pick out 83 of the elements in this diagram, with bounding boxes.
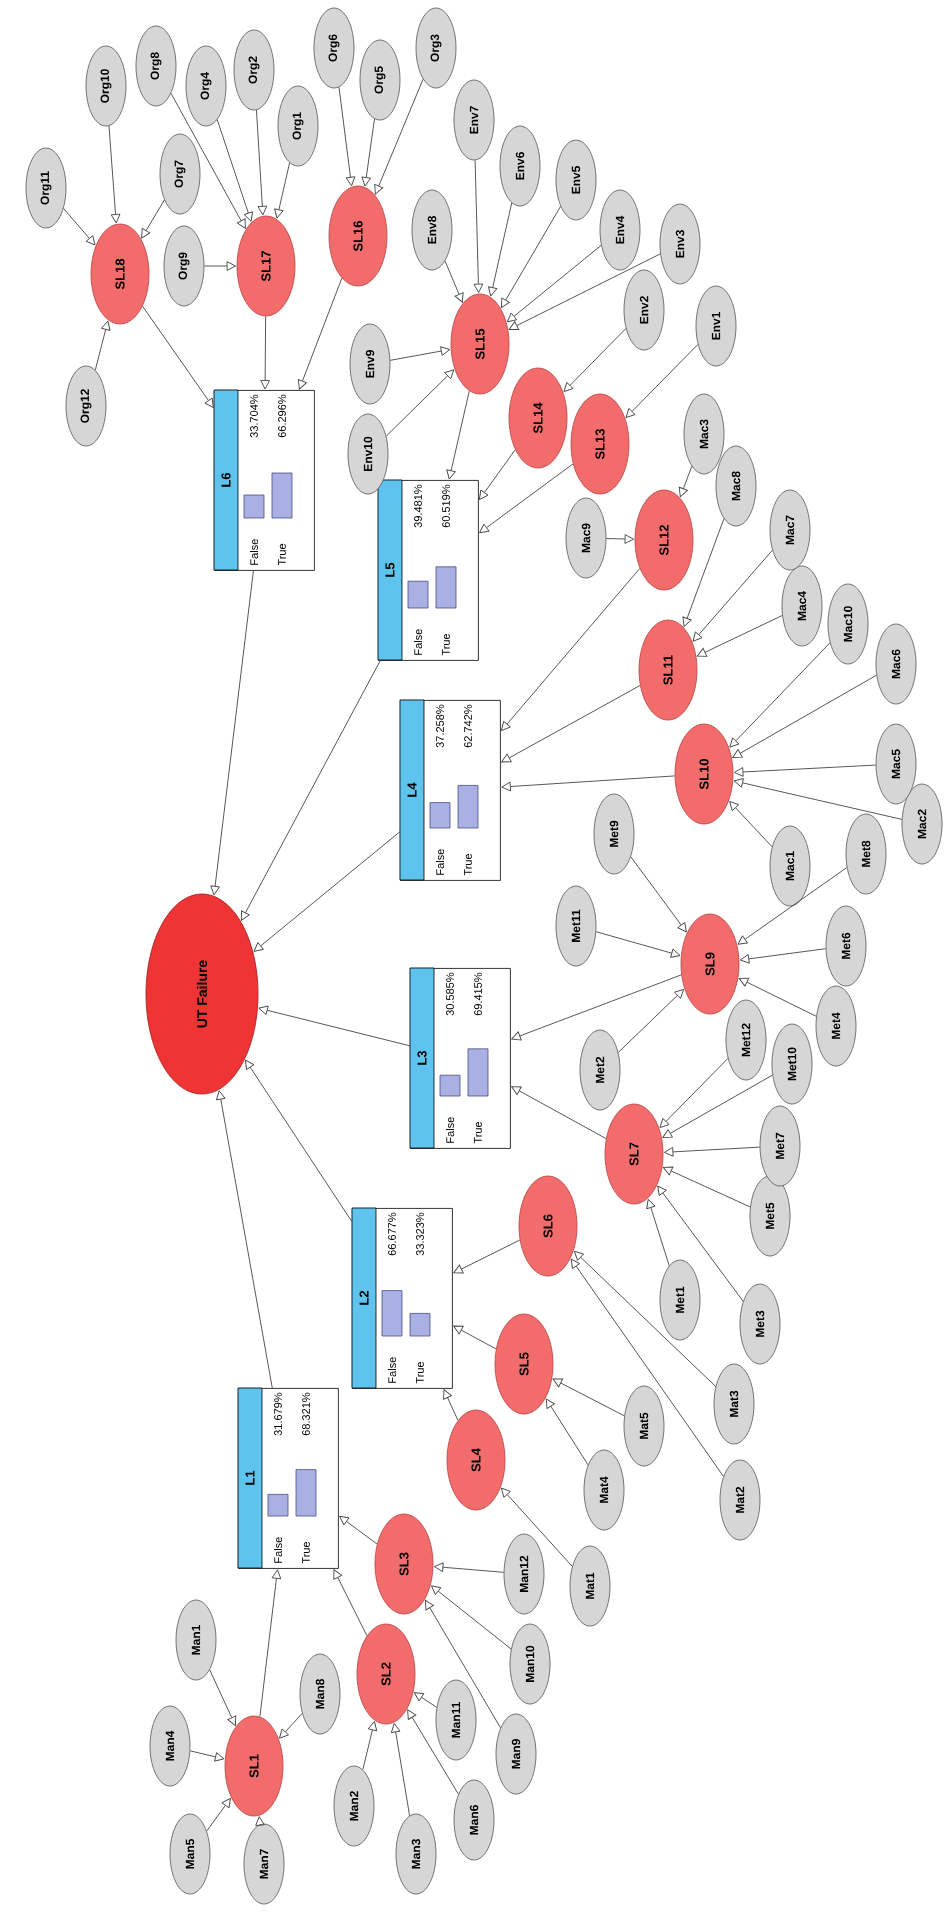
arrow bbox=[501, 568, 641, 732]
arrow bbox=[573, 1250, 717, 1387]
arrow bbox=[362, 1721, 378, 1771]
arrow bbox=[453, 1325, 497, 1350]
arrow bbox=[506, 244, 602, 323]
arrow bbox=[390, 1723, 411, 1817]
arrow bbox=[108, 125, 121, 224]
arrow bbox=[511, 1086, 607, 1140]
arrow bbox=[659, 1058, 729, 1128]
arrow bbox=[501, 775, 676, 792]
arrow bbox=[545, 1398, 589, 1466]
arrow bbox=[732, 674, 877, 758]
arrow bbox=[260, 315, 270, 390]
arrow bbox=[500, 205, 561, 308]
arrow bbox=[339, 1515, 378, 1545]
arrow bbox=[94, 320, 111, 371]
arrow bbox=[216, 119, 253, 222]
arrow bbox=[374, 78, 424, 195]
arrow bbox=[170, 92, 246, 229]
arrow bbox=[511, 974, 682, 1041]
arrow bbox=[274, 162, 291, 219]
arrow bbox=[206, 1797, 231, 1832]
arrow bbox=[678, 465, 693, 498]
arrow bbox=[479, 463, 574, 534]
arrow bbox=[240, 660, 381, 921]
arrow bbox=[733, 778, 903, 820]
arrow bbox=[245, 1059, 353, 1223]
arrow bbox=[338, 86, 356, 187]
arrow bbox=[630, 856, 687, 933]
arrow bbox=[413, 1692, 438, 1708]
arrow bbox=[657, 1185, 744, 1302]
arrow bbox=[617, 988, 685, 1053]
arrow bbox=[663, 1146, 761, 1157]
arrow bbox=[444, 260, 464, 303]
arrow bbox=[297, 277, 343, 390]
arrow bbox=[189, 1750, 225, 1762]
arrow bbox=[443, 1389, 459, 1421]
arrow bbox=[739, 948, 827, 964]
arrow bbox=[259, 1569, 282, 1718]
arrow bbox=[255, 1816, 265, 1827]
arrow bbox=[682, 518, 725, 627]
arrow bbox=[385, 369, 455, 437]
arrow bbox=[389, 346, 451, 361]
arrow bbox=[446, 390, 470, 480]
arrow bbox=[63, 208, 96, 246]
arrow bbox=[258, 1005, 411, 1047]
arrow bbox=[487, 202, 513, 297]
arrow bbox=[552, 1378, 625, 1417]
arrow bbox=[453, 1239, 521, 1274]
arrow bbox=[662, 1074, 773, 1139]
arrow bbox=[696, 615, 783, 657]
arrow bbox=[333, 1569, 368, 1637]
arrow bbox=[570, 1258, 724, 1477]
arrow bbox=[500, 1487, 573, 1567]
arrow bbox=[216, 1090, 273, 1389]
arrow bbox=[407, 1709, 459, 1795]
arrow bbox=[431, 1585, 512, 1650]
arrow bbox=[501, 685, 641, 763]
arrow bbox=[508, 253, 661, 330]
arrow bbox=[478, 449, 516, 500]
arrow bbox=[733, 764, 877, 777]
arrow bbox=[738, 977, 817, 1017]
arrow bbox=[141, 199, 165, 239]
arrow bbox=[595, 931, 681, 958]
arrow bbox=[361, 118, 375, 187]
arrow bbox=[662, 1166, 751, 1208]
arrow bbox=[142, 305, 214, 409]
arrow bbox=[563, 328, 627, 392]
arrow bbox=[729, 800, 773, 848]
arrow bbox=[203, 261, 237, 271]
arrow bbox=[209, 1669, 237, 1726]
arrow bbox=[473, 159, 484, 294]
arrow bbox=[692, 549, 773, 642]
arrow bbox=[210, 570, 254, 896]
arrow bbox=[625, 344, 699, 419]
arrow bbox=[433, 1562, 505, 1573]
arrow bbox=[424, 1599, 501, 1729]
arrow bbox=[279, 1713, 303, 1739]
arrow bbox=[253, 831, 401, 952]
arrow bbox=[737, 867, 848, 945]
arrow bbox=[605, 534, 635, 544]
arrow bbox=[256, 109, 268, 216]
arrow bbox=[646, 1198, 670, 1267]
